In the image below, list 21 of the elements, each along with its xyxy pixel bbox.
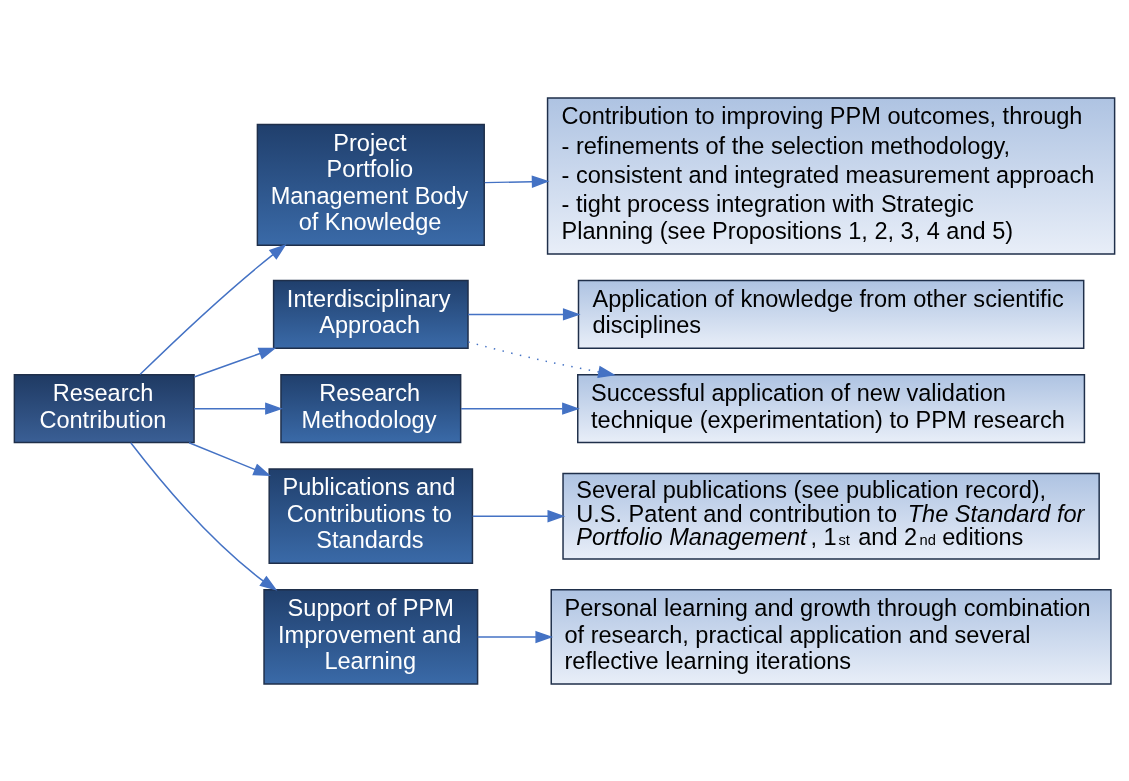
arrow — [460, 402, 580, 415]
node-box: Project Portfolio Management Body of Knowledge — [256, 123, 485, 246]
node-box: Contribution to improving PPM outcomes, through - refinements of the selection methodology, - consistent and integrated measurement approach - tight process integration with Strategic Planning (see Propositions 1, 2, 3, 4 and 5) — [546, 96, 1116, 255]
arrow — [193, 347, 277, 378]
arrow — [471, 509, 566, 522]
node-box: Research Contribution — [13, 373, 195, 443]
arrow — [139, 243, 287, 375]
arrow — [467, 340, 616, 378]
node-box: Research Methodology — [280, 373, 462, 443]
node-box: Personal learning and growth through combination of research, practical application and several reflective learning iterations — [550, 588, 1112, 685]
arrow — [130, 441, 278, 591]
node-box: Interdisciplinary Approach — [272, 279, 469, 349]
node-box: Support of PPM Improvement and Learning — [263, 588, 479, 685]
node-box: Successful application of new validation technique (experimentation) to PPM research — [577, 373, 1086, 443]
arrow — [484, 175, 550, 188]
arrow — [188, 441, 271, 476]
arrow — [193, 402, 283, 415]
node-box: Publications and Contributions to Standards — [268, 467, 474, 564]
arrow — [467, 307, 581, 321]
arrow — [477, 630, 554, 643]
node-box: Application of knowledge from other scientific disciplines — [577, 279, 1085, 349]
